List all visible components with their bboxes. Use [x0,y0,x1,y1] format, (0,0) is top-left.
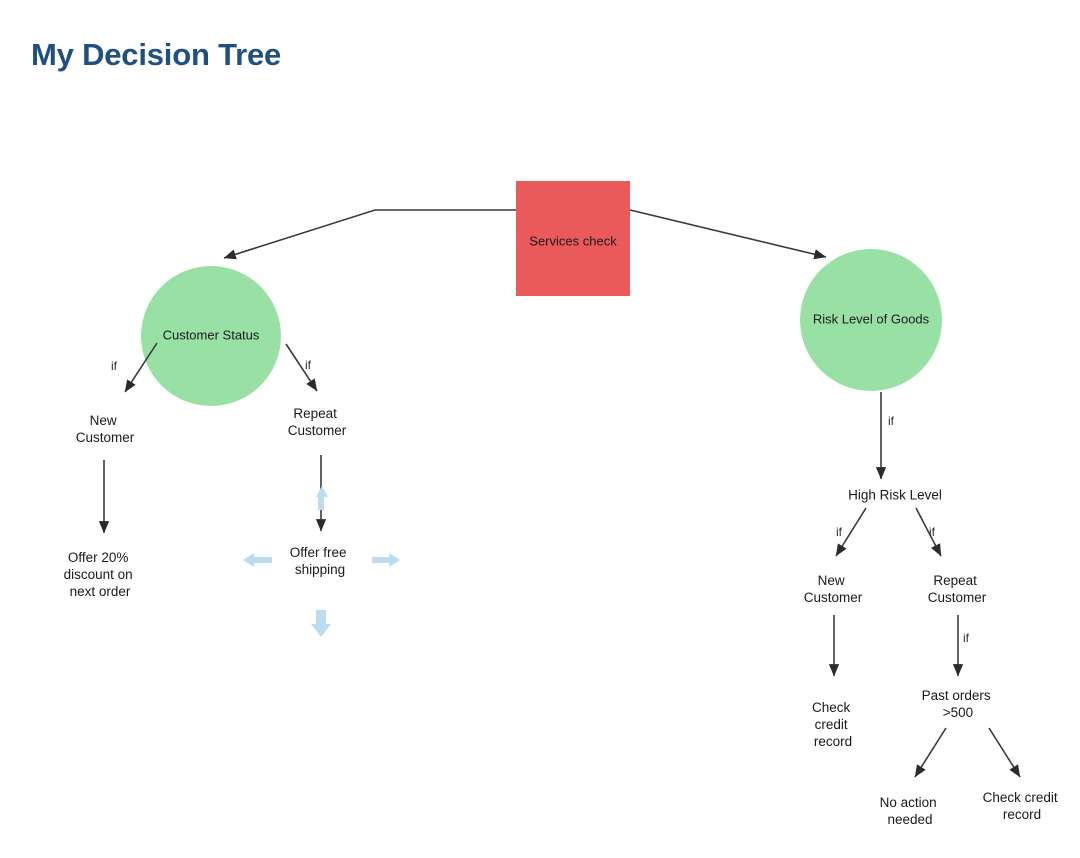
node-past-orders-line2: >500 [943,705,973,720]
edge-label-cs-to-new: if [111,359,118,373]
node-repeat-customer-right[interactable]: Repeat Customer [928,573,987,605]
node-no-action-needed-line1: No action [880,795,937,810]
edge-label-risk-to-high: if [888,414,895,428]
node-offer-discount-line2: discount on [64,567,133,582]
node-check-credit-record-left-line1: Check [812,700,851,715]
arrow-left-icon[interactable] [243,553,272,567]
node-offer-discount-line1: Offer 20% [68,550,129,565]
arrow-up-icon[interactable] [316,486,328,510]
node-risk-level-of-goods-label: Risk Level of Goods [813,311,930,326]
node-new-customer-right-line2: Customer [804,590,863,605]
node-check-credit-record-left-line3: record [814,734,852,749]
node-check-credit-record-right-line1: Check credit [983,790,1058,805]
node-past-orders[interactable]: Past orders >500 [922,688,995,720]
node-customer-status[interactable] [141,266,281,406]
node-check-credit-record-left-line2: credit [815,717,848,732]
node-new-customer-left-line1: New [90,413,117,428]
node-services-check[interactable] [516,181,630,296]
node-new-customer-left[interactable]: New Customer [76,413,135,445]
node-new-customer-right[interactable]: New Customer [804,573,863,605]
edge-label-repeat-to-past-orders: if [963,631,970,645]
edge-past-orders-to-no-action[interactable] [914,727,947,778]
node-check-credit-record-left[interactable]: Check credit record [812,700,854,749]
edge-past-orders-to-check-credit[interactable] [988,727,1021,778]
node-past-orders-line1: Past orders [922,688,991,703]
node-new-customer-left-line2: Customer [76,430,135,445]
node-offer-discount-line3: next order [70,584,131,599]
node-offer-free-shipping-line1: Offer free [290,545,347,560]
node-services-check-label: Services check [529,233,617,248]
node-offer-free-shipping-line2: shipping [295,562,345,577]
node-repeat-customer-left-line1: Repeat [293,406,337,421]
edge-root-to-risk-level[interactable] [629,209,827,260]
edge-customer-status-to-new-customer[interactable] [124,342,158,393]
edge-high-risk-to-new-customer[interactable] [835,507,867,557]
node-risk-level-of-goods[interactable] [800,249,942,391]
edge-root-to-customer-status[interactable] [223,209,516,260]
node-customer-status-label: Customer Status [163,327,260,342]
node-high-risk-level[interactable]: High Risk Level [848,488,942,503]
node-offer-free-shipping[interactable]: Offer free shipping [290,545,351,577]
node-check-credit-record-right[interactable]: Check credit record [983,790,1062,822]
node-offer-discount[interactable]: Offer 20% discount on next order [64,550,137,599]
edge-label-high-to-repeat: if [929,525,936,539]
arrow-right-icon[interactable] [372,553,400,567]
edge-label-cs-to-repeat: if [305,358,312,372]
node-repeat-customer-right-line2: Customer [928,590,987,605]
arrow-down-icon[interactable] [311,610,331,637]
node-repeat-customer-left-line2: Customer [288,423,347,438]
node-new-customer-right-line1: New [818,573,845,588]
edge-high-risk-to-repeat-customer[interactable] [915,507,942,557]
node-repeat-customer-left[interactable]: Repeat Customer [288,406,347,438]
edge-label-high-to-new: if [836,525,843,539]
node-no-action-needed[interactable]: No action needed [880,795,941,827]
node-no-action-needed-line2: needed [887,812,932,827]
page-title: My Decision Tree [31,37,282,72]
node-check-credit-record-right-line2: record [1003,807,1041,822]
edge-customer-status-to-repeat-customer[interactable] [285,343,318,392]
node-repeat-customer-right-line1: Repeat [933,573,977,588]
